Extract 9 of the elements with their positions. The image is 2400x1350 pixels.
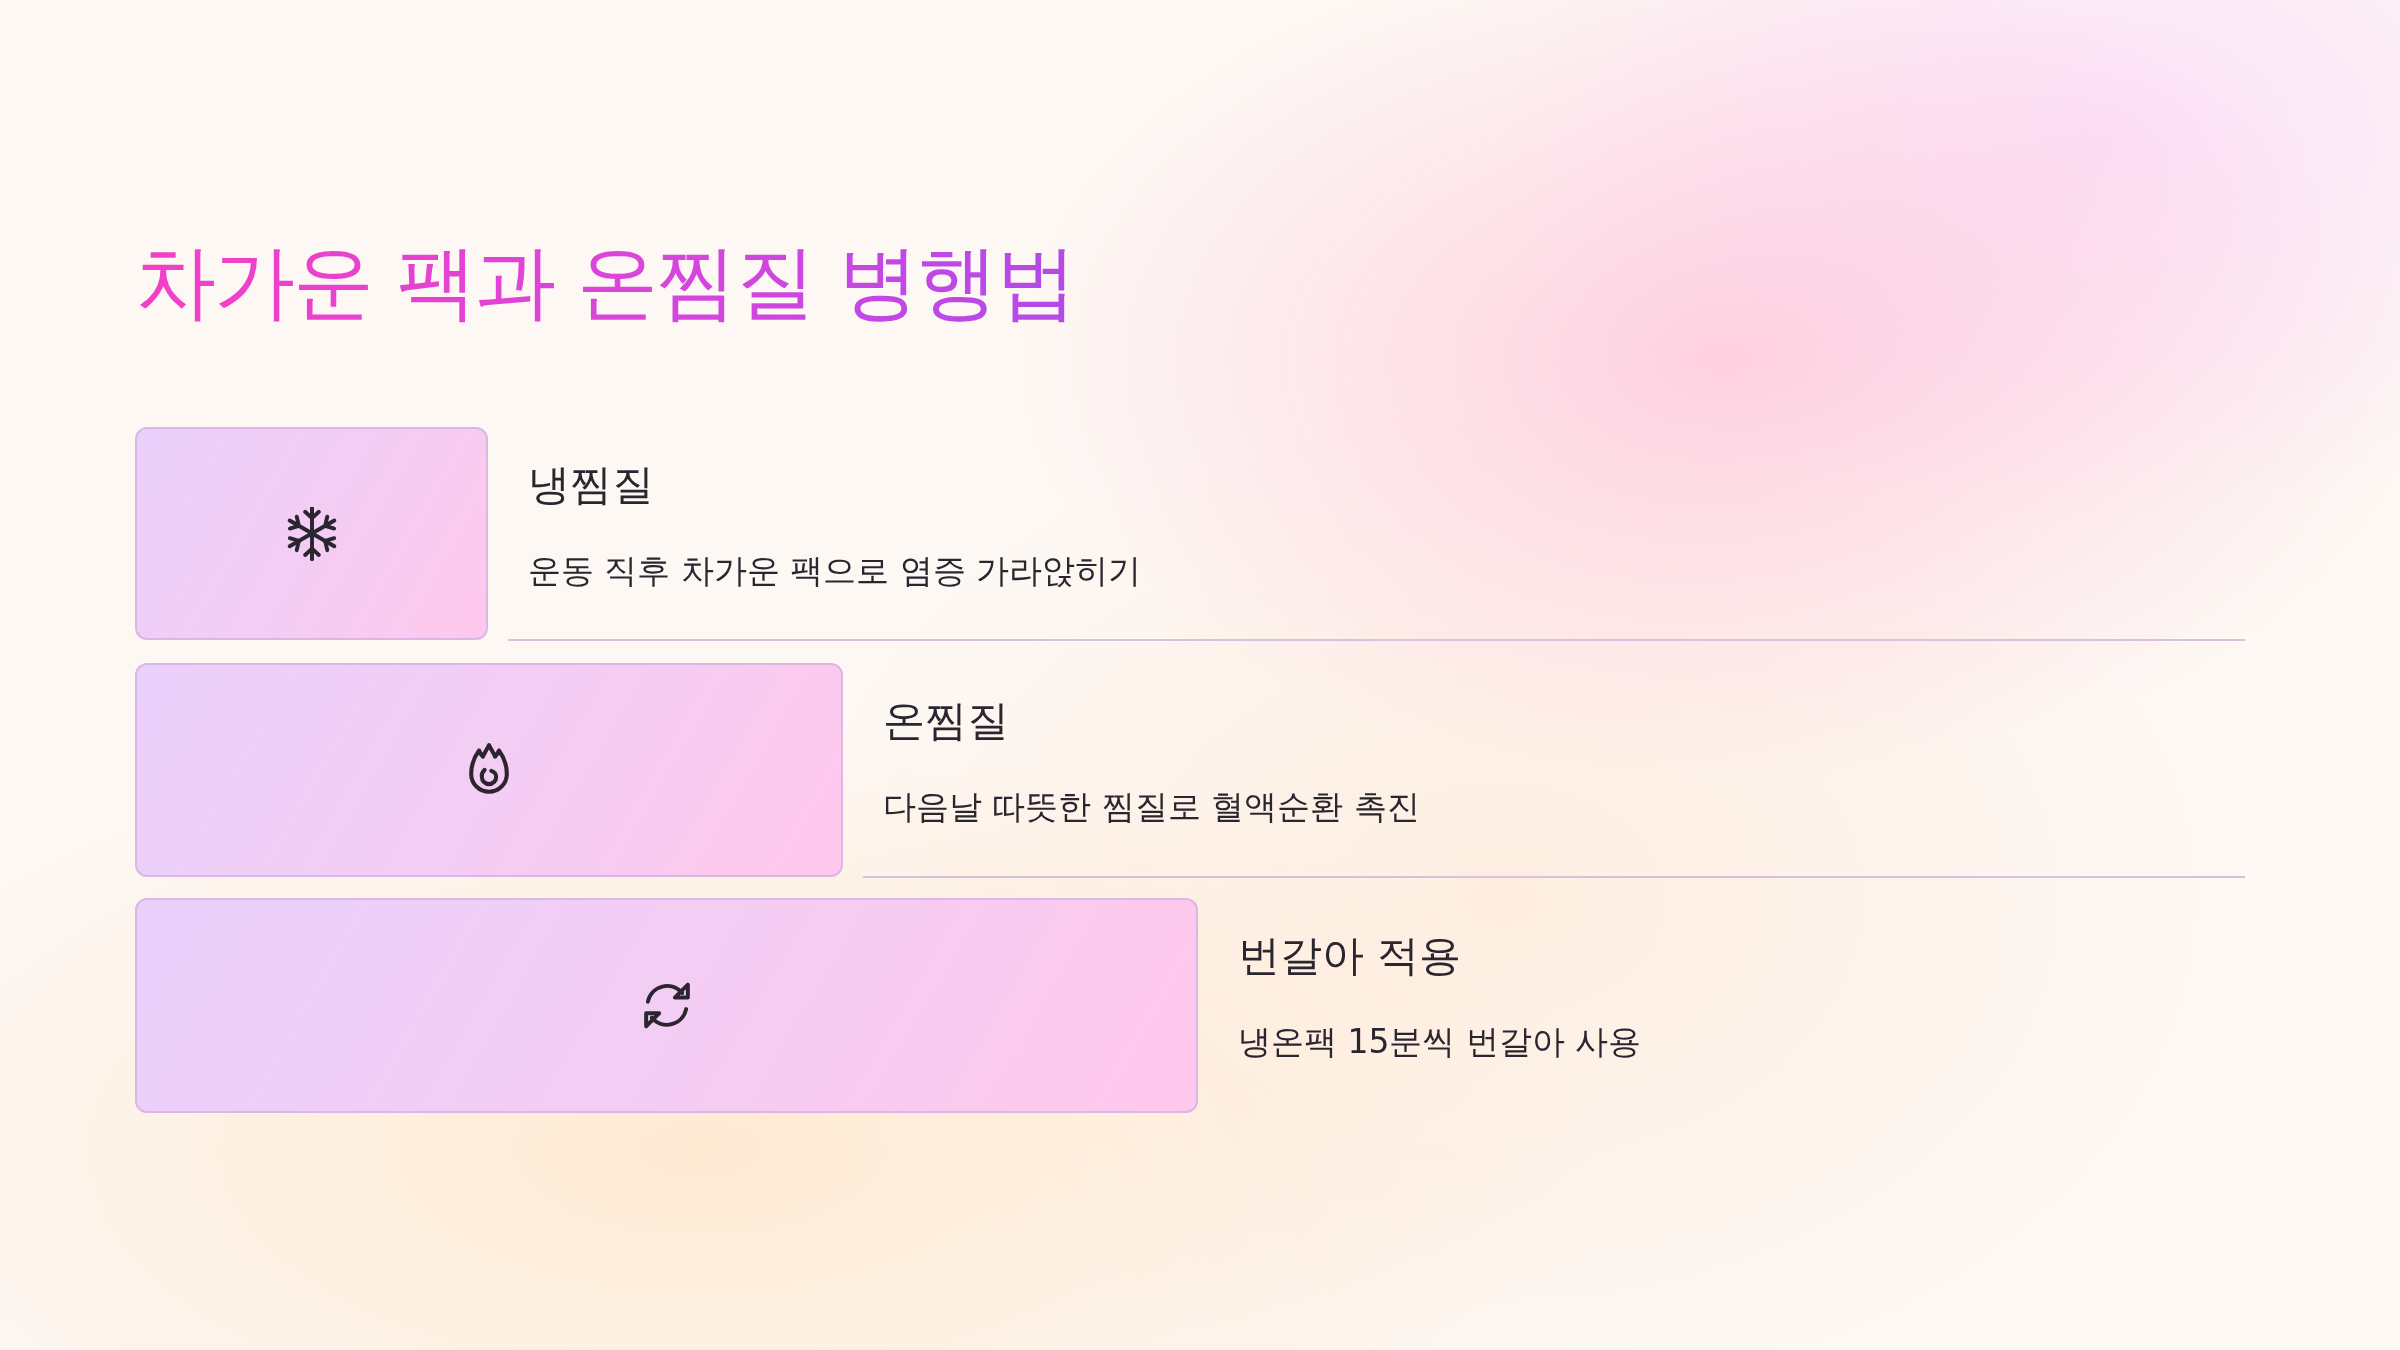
icon-panel	[135, 663, 843, 877]
icon-panel	[135, 427, 488, 640]
row-description: 운동 직후 차가운 팩으로 염증 가라앉히기	[528, 551, 1142, 591]
row-description: 다음날 따뜻한 찜질로 혈액순환 촉진	[883, 787, 1420, 827]
row-heading: 온찜질	[883, 696, 1009, 747]
row-heading: 냉찜질	[528, 460, 654, 511]
icon-panel	[135, 898, 1198, 1113]
row-heading: 번갈아 적용	[1238, 931, 1462, 982]
row-description: 냉온팩 15분씩 번갈아 사용	[1238, 1022, 1642, 1062]
